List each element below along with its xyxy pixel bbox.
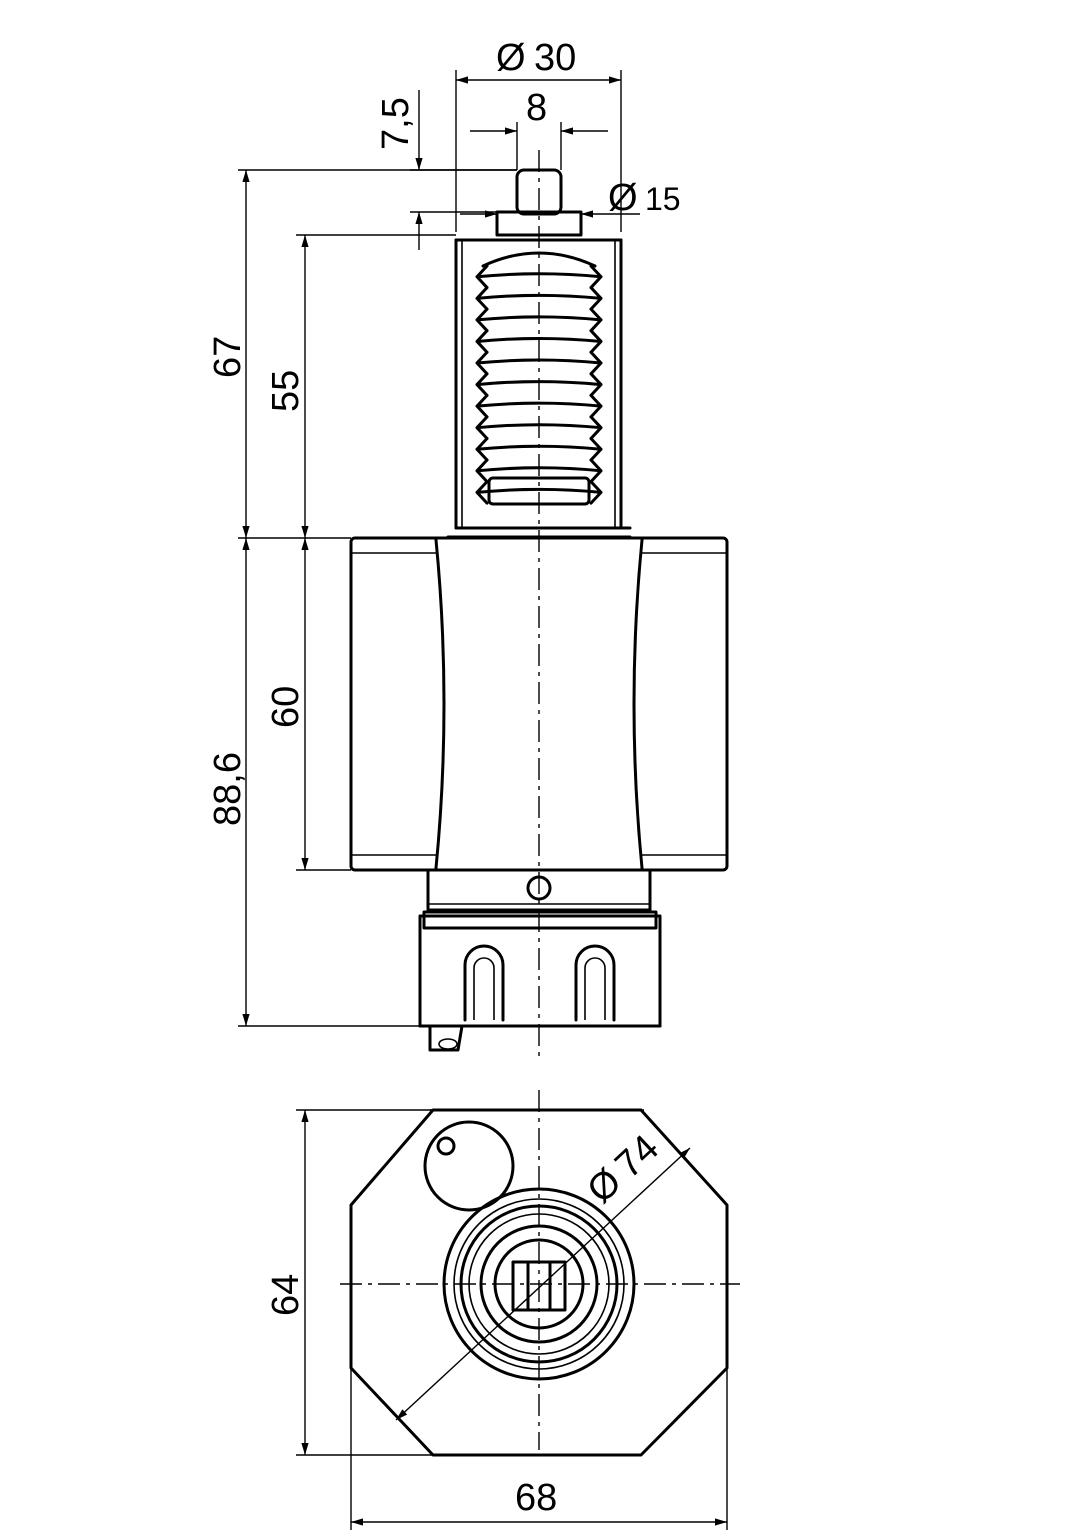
spline-dome: [481, 251, 597, 268]
dim-body-height: 60: [265, 686, 307, 728]
dim-lower-total-height: 88,6: [207, 752, 249, 826]
spline-tooth: [475, 480, 603, 505]
spline-tooth: [475, 286, 603, 311]
spline-tooth: [475, 436, 603, 462]
dim-key-width: 8: [526, 87, 547, 129]
spline-base: [487, 476, 591, 506]
spline-tooth: [475, 350, 603, 376]
coolant-port-hole: [436, 1136, 456, 1156]
dim-key-height: 7,5: [375, 97, 417, 150]
spline-profile: [475, 251, 603, 506]
dim-bottom-height: 64: [265, 1274, 307, 1316]
dim-shank-length: 55: [265, 370, 307, 412]
dimension-lines-side: [238, 70, 640, 1027]
spindle-collar: [495, 210, 583, 237]
set-screw-hole: [526, 875, 552, 901]
housing-outline-top: [349, 1108, 729, 1457]
dim-shaft-diameter-symbol: Ø: [608, 177, 638, 219]
spline-tooth: [475, 264, 603, 290]
spline-tooth: [475, 372, 603, 397]
dimension-labels-side: Ø 30 8 7,5 Ø 15 67 55 60 88,6: [207, 37, 681, 826]
spline-tooth: [475, 307, 603, 333]
dim-top-diameter: 30: [534, 37, 576, 79]
top-view: Ø 74 64 68: [265, 1090, 740, 1530]
spline-tooth: [475, 329, 603, 354]
spline-tooth: [475, 415, 603, 440]
dim-circle-diameter-line: [395, 1147, 691, 1421]
side-view: Ø 30 8 7,5 Ø 15 67 55 60 88,6: [207, 37, 729, 1060]
shank: [446, 238, 632, 539]
dim-top-diameter-symbol: Ø: [496, 37, 526, 79]
spindle-tip: [515, 168, 563, 216]
dim-upper-total-height: 67: [207, 336, 249, 378]
clamping-nut: [418, 868, 662, 1052]
dim-bottom-width: 68: [515, 1477, 557, 1519]
spline-tooth: [475, 458, 603, 484]
dim-shaft-diameter: 15: [645, 181, 681, 217]
spline-tooth: [475, 393, 603, 419]
